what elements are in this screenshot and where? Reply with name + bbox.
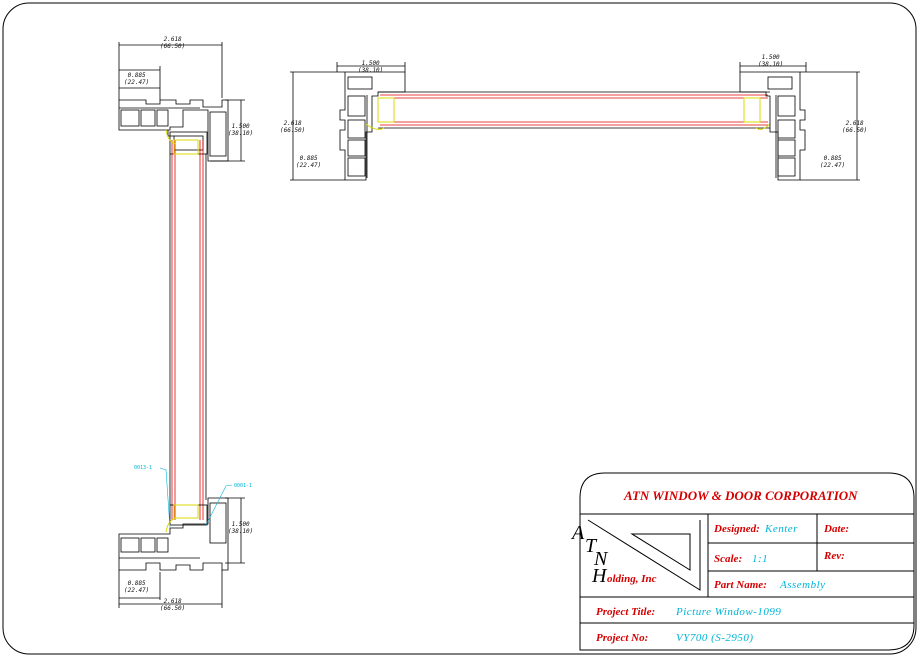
logo-letter-n: N [594, 548, 608, 570]
sheet-border [2, 2, 917, 655]
dim-metric: (22.47) [124, 79, 150, 86]
dim-value: 2.618 [283, 120, 302, 127]
dim-vtop-depth: 0.885(22.47) [124, 72, 149, 86]
dim-vbottom-width: 2.618(66.50) [160, 598, 185, 612]
logo-holding-text: olding, Inc [607, 573, 657, 585]
project-title-value: Picture Window-1099 [676, 606, 782, 618]
dim-value: 0.885 [823, 155, 842, 162]
vertical-section [118, 42, 245, 608]
scale-value: 1:1 [752, 553, 769, 565]
callout-left: 0013-1 [134, 465, 153, 471]
dim-value: 0.885 [127, 72, 146, 79]
part-name-label: Part Name: [714, 579, 767, 591]
date-label: Date: [824, 523, 850, 535]
dim-vtop-height: 1.500(38.10) [228, 123, 253, 137]
dim-hleft-height: 2.618(66.50) [280, 120, 305, 134]
project-no-label: Project No: [596, 632, 649, 644]
project-no-value: VY700 (S-2950) [676, 632, 754, 644]
dim-value: 2.618 [163, 598, 182, 605]
dim-metric: (38.10) [358, 67, 384, 74]
dim-value: 1.500 [231, 521, 250, 528]
callout-right: 0001-1 [234, 483, 253, 489]
dim-value: 1.500 [761, 54, 780, 61]
dim-value: 0.885 [299, 155, 318, 162]
dim-hright-top: 1.500(38.10) [758, 54, 783, 68]
designed-label: Designed: [714, 523, 760, 535]
dim-metric: (66.50) [280, 127, 306, 134]
scale-label: Scale: [714, 553, 743, 565]
dim-hright-depth: 0.885(22.47) [820, 155, 845, 169]
dim-value: 2.618 [163, 36, 182, 43]
dim-metric: (66.50) [842, 127, 868, 134]
dim-hleft-depth: 0.885(22.47) [296, 155, 321, 169]
dim-hright-height: 2.618(66.50) [842, 120, 867, 134]
dim-metric: (66.50) [160, 43, 186, 50]
dim-vtop-width: 2.618(66.50) [160, 36, 185, 50]
dim-value: 0.885 [127, 580, 146, 587]
logo-letter-a: A [572, 522, 585, 544]
logo-letter-t: T [585, 535, 597, 557]
dim-vbottom-height: 1.500(38.10) [228, 521, 253, 535]
rev-label: Rev: [824, 550, 845, 562]
callout-leaders [159, 467, 233, 529]
title-block-frame [579, 472, 915, 651]
dim-metric: (22.47) [820, 162, 846, 169]
dim-value: 1.500 [361, 60, 380, 67]
dim-metric: (38.10) [228, 528, 254, 535]
company-name: ATN WINDOW & DOOR CORPORATION [624, 488, 858, 503]
dim-metric: (38.10) [758, 61, 784, 68]
logo-letter-h: H [592, 565, 607, 587]
horizontal-section [290, 62, 860, 181]
designed-value: Kenter [765, 523, 798, 535]
dim-vbottom-depth: 0.885(22.47) [124, 580, 149, 594]
part-name-value: Assembly [780, 579, 826, 591]
dim-metric: (66.50) [160, 605, 186, 612]
dim-value: 1.500 [231, 123, 250, 130]
dim-value: 2.618 [845, 120, 864, 127]
dim-metric: (38.10) [228, 130, 254, 137]
dim-hleft-top: 1.500(38.10) [358, 60, 383, 74]
project-title-label: Project Title: [596, 606, 656, 618]
dim-metric: (22.47) [124, 587, 150, 594]
dim-metric: (22.47) [296, 162, 322, 169]
